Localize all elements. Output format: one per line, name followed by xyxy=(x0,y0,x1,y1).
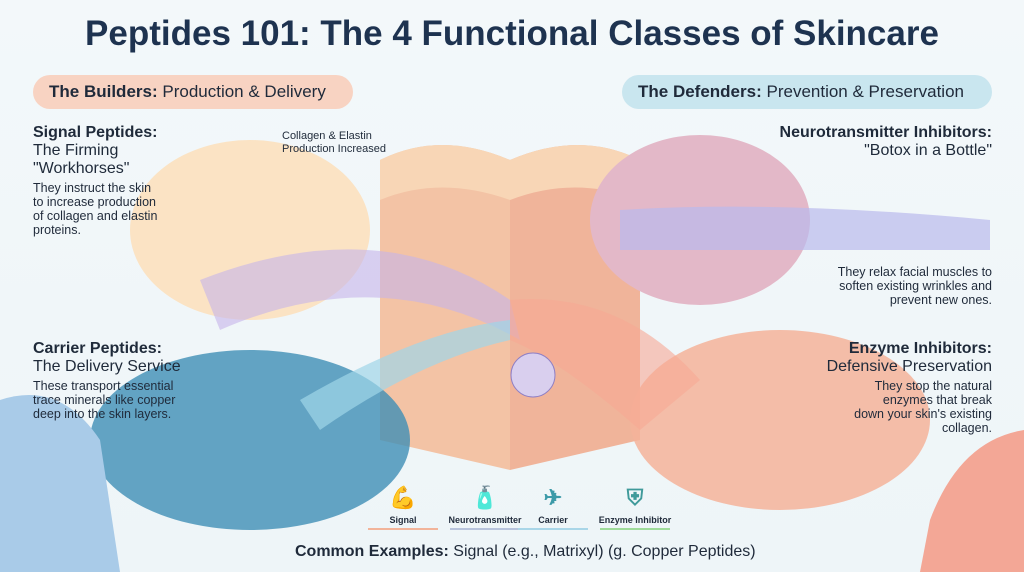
legend-label: Enzyme Inhibitor xyxy=(598,515,672,525)
defenders-label: The Defenders: xyxy=(638,82,762,101)
signal-section: Signal Peptides: The Firming "Workhorses… xyxy=(33,124,203,237)
enzyme-section: Enzyme Inhibitors: Defensive Preservatio… xyxy=(820,340,992,435)
bottle-icon: 🧴 xyxy=(471,485,499,510)
carrier-desc: These transport essential trace minerals… xyxy=(33,379,176,421)
enzyme-subtitle: Defensive Preservation xyxy=(826,358,992,375)
enzyme-title: Enzyme Inhibitors: xyxy=(848,340,992,357)
legend-signal: 💪 Signal xyxy=(363,485,443,530)
neuro-desc: They relax facial muscles to soften exis… xyxy=(837,265,992,307)
page-title: Peptides 101: The 4 Functional Classes o… xyxy=(85,14,939,53)
defenders-header: The Defenders: Prevention & Preservation xyxy=(622,75,992,109)
enzyme-bubble xyxy=(630,330,930,510)
common-examples: Common Examples: Signal (e.g., Matrixyl)… xyxy=(295,543,756,561)
cells-corner-left xyxy=(0,395,120,572)
examples-label: Common Examples: xyxy=(295,543,449,560)
signal-title: Signal Peptides: xyxy=(33,124,158,141)
drone-icon: ✈ xyxy=(543,485,563,510)
shield-icon: ⛨ xyxy=(626,485,644,510)
signal-desc: They instruct the skin to increase produ… xyxy=(33,181,158,237)
collagen-callout: Collagen & Elastin Production Increased xyxy=(282,130,386,155)
builders-header: The Builders: Production & Delivery xyxy=(33,75,353,109)
legend-carrier: ✈ Carrier xyxy=(513,485,593,530)
builders-subtitle: Production & Delivery xyxy=(162,82,326,101)
legend-label: Signal xyxy=(389,515,417,525)
builders-label: The Builders: xyxy=(49,82,158,101)
carrier-title: Carrier Peptides: xyxy=(33,340,162,357)
signal-subtitle: The Firming "Workhorses" xyxy=(33,142,130,177)
examples-text: Signal (e.g., Matrixyl) (g. Copper Pepti… xyxy=(453,543,756,560)
cells-corner-right xyxy=(920,430,1024,572)
neuro-section: Neurotransmitter Inhibitors: "Botox in a… xyxy=(770,124,992,160)
muscle-icon: 💪 xyxy=(389,485,417,510)
legend-label: Neurotransmitter xyxy=(448,515,522,525)
signal-flow xyxy=(200,249,520,340)
neuro-subtitle: "Botox in a Bottle" xyxy=(864,142,992,159)
legend-label: Carrier xyxy=(538,515,568,525)
carrier-subtitle: The Delivery Service xyxy=(33,358,181,375)
carrier-section: Carrier Peptides: The Delivery Service T… xyxy=(33,340,203,421)
defenders-subtitle: Prevention & Preservation xyxy=(766,82,964,101)
legend-enzyme-inhibitor: ⛨ Enzyme Inhibitor xyxy=(590,485,680,530)
enzyme-desc: They stop the natural enzymes that break… xyxy=(854,379,992,435)
legend-neurotransmitter: 🧴 Neurotransmitter xyxy=(440,485,530,530)
neuro-title: Neurotransmitter Inhibitors: xyxy=(779,124,992,141)
